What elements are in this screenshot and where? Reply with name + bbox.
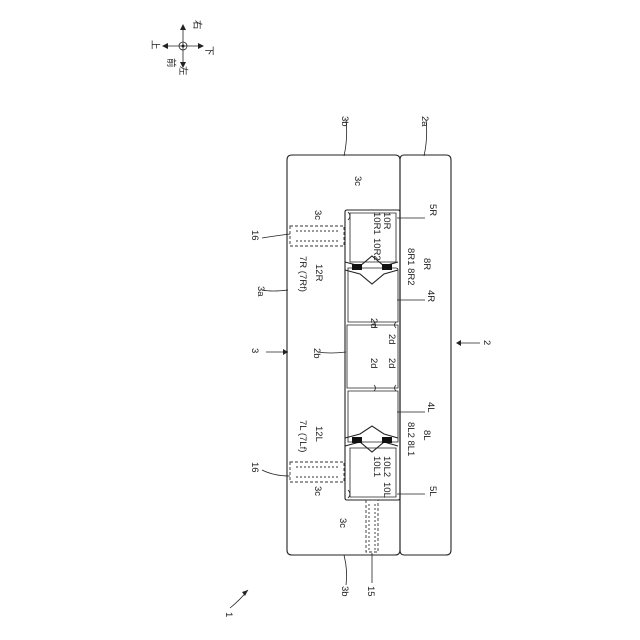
dir-left-label: 左: [177, 66, 189, 76]
label-5L: 5L: [427, 486, 438, 497]
component-16-right: [290, 226, 344, 246]
leader-2-arrow: [456, 340, 461, 346]
label-12L: 12L: [313, 426, 324, 442]
label-3c-d: 3c: [337, 518, 348, 528]
label-16-bottom: 16: [249, 462, 260, 473]
front-dot-icon: [182, 45, 185, 48]
leader-16-top: [262, 234, 290, 238]
dir-front-label: 前: [165, 58, 177, 68]
dir-down-label: 下: [203, 46, 214, 56]
block-4L: [348, 391, 398, 442]
label-8R: 8R: [421, 258, 432, 270]
label-3c-c: 3c: [312, 486, 323, 496]
leader-16-bottom: [262, 470, 290, 476]
contact-10L2: [352, 437, 362, 443]
label-5R: 5R: [427, 204, 438, 216]
leader-lines: [230, 120, 480, 608]
label-1: 1: [223, 612, 234, 617]
label-2d-c: 2d: [368, 358, 379, 369]
label-2a: 2a: [419, 116, 430, 127]
label-3c-a: 3c: [352, 176, 363, 186]
interlock-left-upper: [345, 426, 398, 438]
contact-8L: [382, 437, 392, 443]
dir-up-label: 上: [149, 40, 160, 50]
leader-1-arrow: [242, 590, 248, 596]
label-10R2: 10R2: [371, 238, 382, 261]
interlock-right-lower: [345, 270, 398, 284]
arrow-left-icon: [162, 43, 168, 49]
arrow-up-icon: [180, 24, 186, 30]
block-4R: [348, 268, 398, 322]
label-8L2-8L1: 8L2 8L1: [405, 422, 416, 456]
rail-2-outline: [400, 155, 451, 555]
label-10L1: 10L1: [371, 456, 382, 477]
contact-8R: [382, 264, 392, 270]
label-8R1-8R2: 8R1 8R2: [405, 248, 416, 286]
label-15: 15: [365, 586, 376, 597]
label-10L: 10L: [381, 482, 392, 498]
label-7L: 7L (7Lf): [297, 420, 308, 452]
label-2: 2: [481, 340, 492, 345]
label-7R: 7R (7Rf): [297, 256, 308, 292]
label-2d-b: 2d: [386, 334, 397, 345]
label-10L2: 10L2: [381, 456, 392, 477]
reference-labels: 3b 2a 3c 3c 5R 10R 10R1 10R2 16 7R (7Rf)…: [223, 116, 492, 617]
orientation-indicator: 右 下 上 前 左: [149, 20, 214, 76]
label-3b-bottom: 3b: [339, 586, 350, 597]
label-8L: 8L: [421, 430, 432, 441]
label-4L: 4L: [425, 402, 436, 413]
label-4R: 4R: [425, 290, 436, 302]
label-3: 3: [249, 348, 260, 353]
label-16-top: 16: [249, 230, 260, 241]
component-16-left: [290, 462, 344, 482]
dir-right-label: 右: [191, 20, 203, 30]
component-15: [366, 500, 378, 552]
interlock-left-lower: [345, 442, 398, 452]
label-3a: 3a: [255, 286, 266, 297]
label-3b-top: 3b: [339, 116, 350, 127]
contact-10R2: [352, 264, 362, 270]
label-3c-b: 3c: [312, 210, 323, 220]
label-2d-a: 2d: [368, 318, 379, 329]
label-10R1: 10R1: [371, 212, 382, 235]
label-2b: 2b: [311, 348, 322, 359]
leader-3b-bottom: [344, 555, 347, 585]
label-12R: 12R: [313, 264, 324, 282]
label-2d-d: 2d: [386, 358, 397, 369]
